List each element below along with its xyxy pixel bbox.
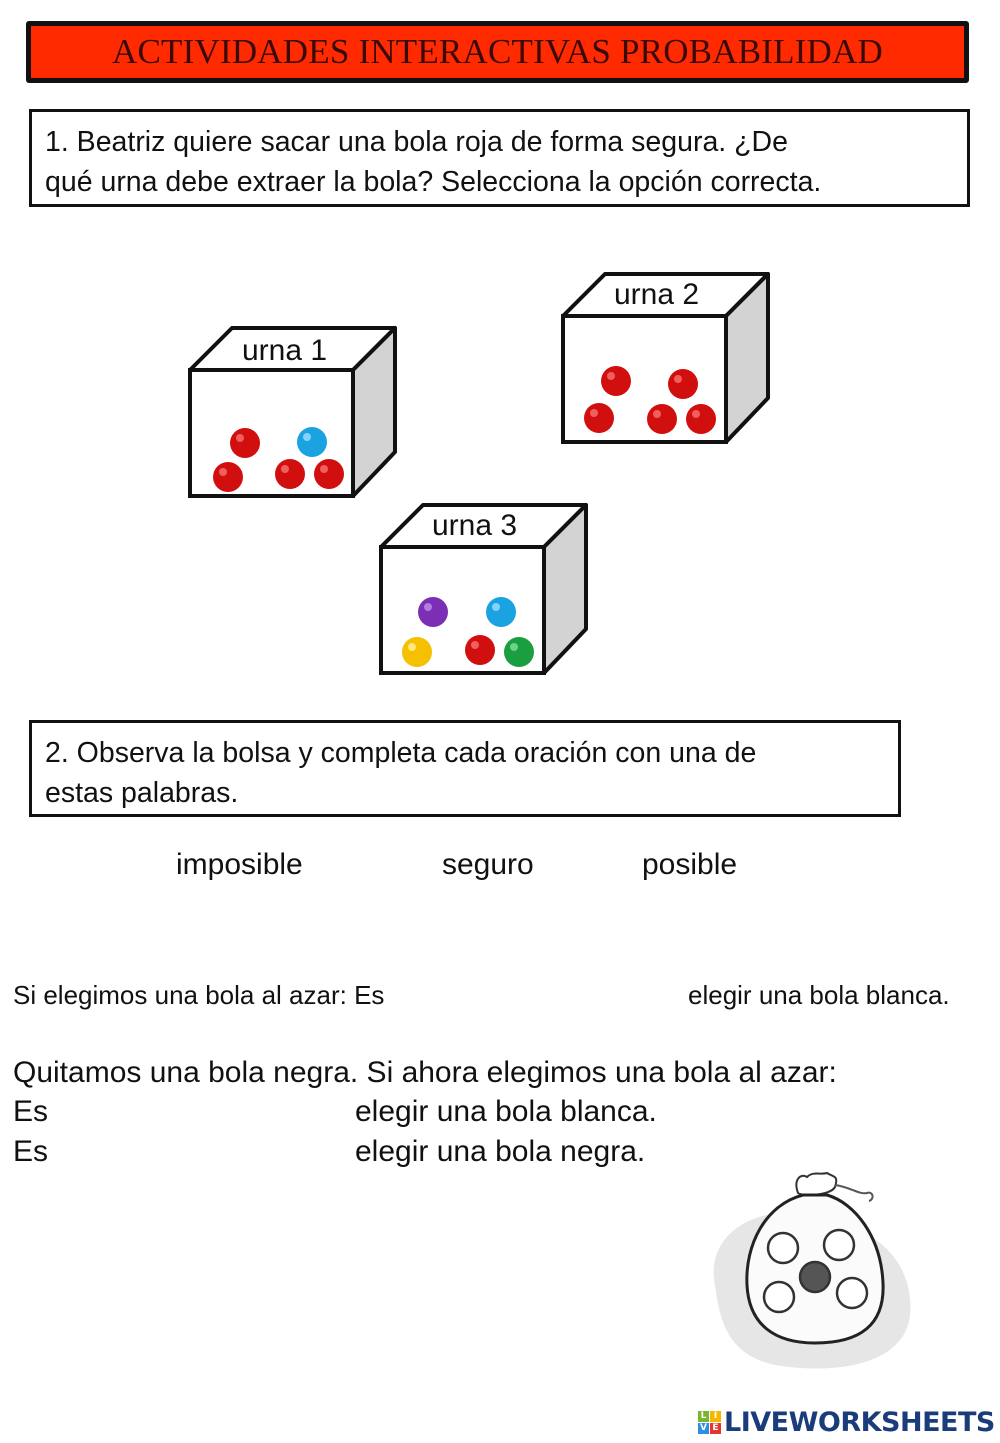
logo-letter-v: V bbox=[698, 1423, 709, 1434]
bag-illustration bbox=[695, 1165, 925, 1375]
question-1-line-1: 1. Beatriz quiere sacar una bola roja de… bbox=[45, 126, 788, 158]
sentence-2-intro: Quitamos una bola negra. Si ahora elegim… bbox=[13, 1056, 837, 1089]
logo-letter-l: L bbox=[698, 1411, 709, 1422]
sentence-2-suffix: elegir una bola blanca. bbox=[355, 1095, 657, 1128]
sentence-2-answer-blank[interactable] bbox=[60, 1094, 348, 1128]
sentence-1-prefix: Si elegimos una bola al azar: Es bbox=[13, 980, 385, 1010]
urn-2-box-icon bbox=[561, 272, 770, 444]
sentence-3-prefix: Es bbox=[13, 1135, 49, 1168]
word-bank-seguro[interactable]: seguro bbox=[442, 848, 534, 881]
sentence-1-answer-blank[interactable] bbox=[443, 977, 679, 1011]
sentence-2-prefix: Es bbox=[13, 1095, 49, 1128]
page-title: ACTIVIDADES INTERACTIVAS PROBABILIDAD bbox=[112, 32, 883, 71]
urn-2-label: urna 2 bbox=[614, 278, 700, 311]
urn-1-box-icon bbox=[188, 326, 397, 498]
sentence-3-suffix: elegir una bola negra. bbox=[355, 1135, 646, 1168]
urn-3-option[interactable]: urna 3 bbox=[377, 499, 592, 681]
question-2-line-2: estas palabras. bbox=[45, 777, 239, 809]
urn-1-option[interactable]: urna 1 bbox=[186, 322, 401, 504]
urn-3-label: urna 3 bbox=[432, 509, 518, 542]
question-1-line-2: qué urna debe extraer la bola? Seleccion… bbox=[45, 166, 822, 198]
logo-letter-i: I bbox=[710, 1411, 721, 1422]
sentence-3-answer-blank[interactable] bbox=[60, 1134, 348, 1168]
sentence-1-suffix: elegir una bola blanca. bbox=[688, 980, 950, 1010]
bag-of-balls-icon bbox=[713, 1171, 911, 1369]
logo-text: LIVEWORKSHEETS bbox=[724, 1407, 995, 1438]
question-2-line-1: 2. Observa la bolsa y completa cada orac… bbox=[45, 737, 757, 769]
word-bank-imposible[interactable]: imposible bbox=[176, 848, 303, 881]
urn-2-option[interactable]: urna 2 bbox=[559, 268, 774, 450]
logo-blocks-icon: L I V E bbox=[698, 1411, 721, 1434]
question-2-box: 2. Observa la bolsa y completa cada orac… bbox=[29, 720, 901, 817]
logo-letter-e: E bbox=[710, 1423, 721, 1434]
liveworksheets-logo: L I V E LIVEWORKSHEETS bbox=[698, 1407, 995, 1438]
urn-3-box-icon bbox=[379, 503, 588, 675]
urn-1-label: urna 1 bbox=[242, 334, 328, 367]
question-1-box: 1. Beatriz quiere sacar una bola roja de… bbox=[29, 109, 970, 207]
page-title-banner: ACTIVIDADES INTERACTIVAS PROBABILIDAD bbox=[26, 21, 969, 83]
word-bank-posible[interactable]: posible bbox=[642, 848, 738, 881]
